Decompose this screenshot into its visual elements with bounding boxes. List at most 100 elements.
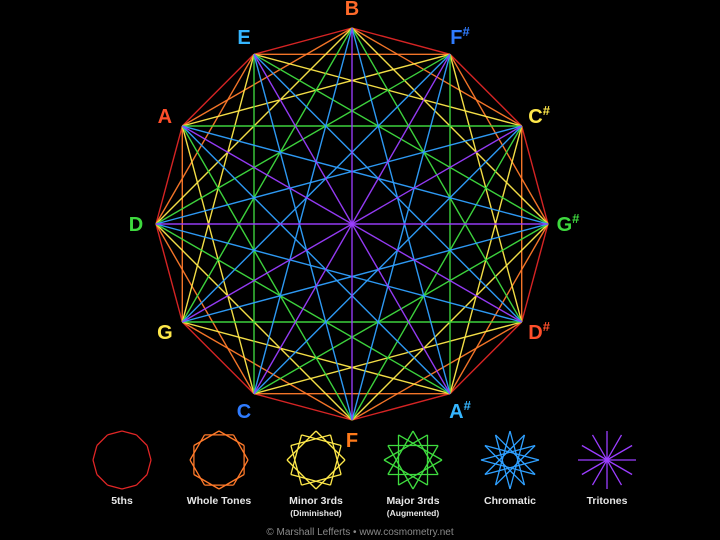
legend-line [121, 430, 137, 436]
interval-line [181, 53, 451, 323]
interval-line [181, 321, 255, 395]
legend-item: Minor 3rds(Diminished) [286, 430, 346, 518]
note-label: A# [449, 398, 471, 423]
note-label: E [237, 27, 250, 49]
legend-line [290, 473, 331, 486]
sharp-sign: # [462, 24, 470, 39]
interval-line [253, 54, 353, 421]
note-label: F [346, 430, 358, 452]
interval-legend: 5ths Whole Tones Minor 3rds(Diminished) Maj… [92, 430, 636, 518]
legend-line [398, 459, 443, 486]
legend-line [107, 430, 123, 436]
legend-label: Minor 3rds [289, 495, 343, 507]
legend-label: Whole Tones [187, 495, 252, 507]
note-letter: A [158, 106, 172, 128]
legend-star-icon [92, 430, 152, 490]
interval-line [521, 223, 549, 323]
legend-line [92, 445, 98, 461]
note-letter: F [346, 430, 358, 452]
note-label: F# [450, 24, 470, 49]
legend-line [398, 434, 443, 461]
legend-label: Major 3rds [386, 495, 439, 507]
legend-item: Major 3rds(Augmented) [383, 430, 443, 518]
legend-item: Whole Tones [187, 430, 252, 507]
interval-lines-1 [155, 27, 549, 421]
interval-line [351, 54, 451, 421]
interval-line [351, 393, 451, 421]
credit-text: © Marshall Lefferts • www.cosmometry.net [266, 527, 453, 538]
interval-line [181, 125, 451, 395]
sharp-sign: # [572, 211, 580, 226]
legend-star-icon [189, 430, 249, 490]
interval-line [155, 223, 522, 323]
note-label: D [129, 214, 143, 236]
note-label: G [157, 322, 173, 344]
legend-star-icon [383, 430, 443, 490]
legend-star-icon [480, 430, 540, 490]
legend-line [494, 434, 511, 490]
interval-line [253, 27, 353, 394]
legend-line [218, 430, 245, 447]
legend-line [591, 434, 623, 486]
note-letter: A [449, 401, 463, 423]
note-letter: C [528, 106, 542, 128]
interval-lines-5 [155, 27, 549, 421]
interval-line [182, 223, 549, 323]
legend-line [329, 434, 342, 475]
legend-line [301, 434, 342, 447]
legend-line [232, 459, 249, 486]
legend-line [189, 459, 206, 486]
note-label: A [158, 106, 172, 128]
legend-line [193, 430, 220, 447]
legend-label: Tritones [587, 495, 628, 507]
legend-line [301, 473, 342, 486]
legend-line [484, 434, 525, 475]
legend-line [480, 459, 536, 476]
interval-line [182, 125, 549, 225]
legend-line [286, 430, 317, 461]
legend-item: Tritones [578, 431, 636, 507]
interval-line [181, 53, 255, 127]
interval-line [253, 53, 451, 395]
legend-line [484, 444, 540, 461]
legend-line [412, 430, 439, 475]
legend-line [136, 434, 148, 446]
interval-line [253, 27, 353, 55]
legend-label: Chromatic [484, 495, 536, 507]
twelve-tone-circle [155, 27, 549, 421]
legend-line [387, 445, 414, 490]
legend-line [189, 434, 206, 461]
legend-line [290, 445, 303, 486]
legend-subtitle: (Augmented) [387, 508, 440, 518]
legend-line [383, 459, 428, 486]
legend-line [315, 459, 346, 490]
sharp-sign: # [464, 398, 472, 413]
legend-star-icon [286, 430, 346, 490]
legend-line [290, 434, 331, 447]
sharp-sign: # [543, 103, 551, 118]
note-letter: G [157, 322, 173, 344]
legend-line [92, 459, 98, 475]
legend-line [484, 459, 540, 476]
note-letter: D [129, 214, 143, 236]
legend-line [494, 430, 511, 486]
legend-label: 5ths [111, 495, 133, 507]
note-label: B [345, 0, 359, 20]
interval-line [155, 125, 183, 225]
note-letter: D [528, 322, 542, 344]
note-letter: B [345, 0, 359, 20]
legend-line [193, 473, 220, 490]
legend-line [509, 430, 526, 486]
legend-line [387, 430, 414, 475]
interval-lines-6 [156, 28, 548, 420]
legend-line [286, 459, 317, 490]
note-label: D# [528, 319, 550, 344]
interval-line [521, 125, 549, 225]
note-label: G# [557, 211, 581, 236]
legend-subtitle: (Diminished) [290, 508, 342, 518]
interval-line [351, 27, 451, 55]
interval-line [449, 53, 523, 127]
legend-line [232, 434, 249, 461]
